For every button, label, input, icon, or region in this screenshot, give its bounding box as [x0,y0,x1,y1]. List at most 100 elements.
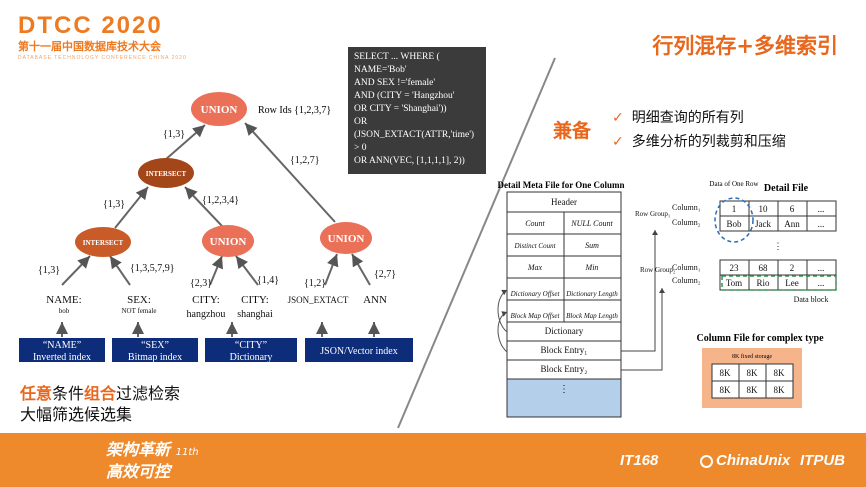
cell: ... [818,219,825,229]
intersect-top-node: INTERSECT [138,158,194,188]
edge-label: {1,2,7} [290,155,320,166]
cell: ... [818,263,825,273]
intersect-left-node: INTERSECT [75,227,131,257]
data-block-highlight [721,275,837,291]
cell: 8K [747,385,759,395]
sql-line: OR ANN(VEC, [1,1,1,1], 2)) [354,156,465,166]
caption-any: 任意 [20,384,53,403]
caption-cond: 条件 [52,384,85,403]
index-city-box: “CITY” Dictionary [205,338,297,363]
complex-file-title: Column File for complex type [696,333,824,344]
index-sex-box: “SEX” Bitmap index [112,338,198,363]
sql-line: (JSON_EXTACT(ATTR,'time') [354,130,475,140]
data-of-one-row-label: Data of One Row [709,180,759,188]
cell: Ann [784,219,800,229]
cell: Rio [756,278,770,288]
index-city-title: “CITY” [235,340,267,351]
caption-line2: 大幅筛选候选集 [20,405,133,424]
union-right-node: UNION [320,222,372,254]
bullet-item: ✓ 多维分析的列裁剪和压缩 [612,131,786,151]
meta-cell: Distinct Count [513,242,556,250]
cell: 2 [790,263,795,273]
meta-cell: Dictionary Offset [510,290,561,298]
row-group-2-label: Row Group₂ [640,266,676,274]
caption-filter: 过滤检索 [116,384,181,403]
leaf-city-1: CITY: [192,294,220,306]
cell: 8K [720,385,732,395]
leaf-ann: ANN [363,294,387,306]
meta-block-entry-1: Block Entry₁ [541,345,588,355]
intersect-left-label: INTERSECT [83,239,124,247]
union-root-label: UNION [201,104,238,116]
caption-combo: 组合 [84,384,117,403]
leaf-city-1-value: hangzhou [187,309,226,320]
filter-caption: 任意条件组合过滤检索 大幅筛选候选集 [20,383,180,425]
edge-label: {1,4} [257,275,279,286]
meta-cell: Count [525,219,545,228]
query-tree-diagram: UNION Row Ids {1,2,3,7} INTERSECT INTERS… [19,92,413,363]
fixed-storage-label: 8K fixed storage [732,353,772,360]
intersect-top-label: INTERSECT [146,170,187,178]
leaf-json: JSON_EXTACT [288,295,349,305]
index-city-type: Dictionary [230,352,273,363]
leaf-city-2-value: shanghai [237,309,273,320]
data-block-label: Data block [794,295,829,304]
footer-slogan: 架构革新 11th 高效可控 [106,440,199,481]
slogan-edition: 11th [175,447,199,458]
sponsor-chinaunix-text: ChinaUnix [716,452,791,469]
meta-cell: Block Map Length [566,312,618,320]
sql-line: AND SEX !='female' [354,78,436,88]
bullet-item: ✓ 明细查询的所有列 [612,107,744,127]
bullet-text: 明细查询的所有列 [631,110,744,126]
leaf-sex-value: NOT female [121,307,156,315]
meta-cell: Max [527,263,543,272]
index-sex-title: “SEX” [141,340,169,351]
cell: 68 [759,263,769,273]
check-icon: ✓ [612,110,624,126]
cell: 8K [720,368,732,378]
footer-bar [0,433,866,487]
union-root-node: UNION [191,92,247,126]
sql-line: NAME='Bob' [354,65,407,75]
union-mid-label: UNION [210,236,247,248]
index-json-type: JSON/Vector index [320,346,398,357]
index-name-title: “NAME” [43,340,81,351]
row-ids-label: Row Ids {1,2,3,7} [258,105,331,116]
column-2-label: Column₂ [672,218,701,227]
logo-sub-text: 第十一届中国数据库技术大会 [18,41,161,53]
union-right-label: UNION [328,233,365,245]
cell: Lee [785,278,799,288]
cell: Bob [726,219,742,229]
sql-line: SELECT ... WHERE ( [354,52,440,62]
edge-label: {1,2} [304,278,326,289]
leaf-name: NAME: [46,294,81,306]
index-name-box: “NAME” Inverted index [19,338,105,363]
union-mid-node: UNION [202,225,254,257]
cell: 8K [747,368,759,378]
index-sex-type: Bitmap index [128,352,182,363]
check-icon: ✓ [612,134,624,150]
meta-header: Header [551,197,577,207]
meta-dictionary: Dictionary [545,326,584,336]
detail-file-title: Detail File [764,183,809,194]
leaf-city-2: CITY: [241,294,269,306]
cell: 10 [759,204,769,214]
chinaunix-logo-icon [700,454,713,468]
index-json-box: JSON/Vector index [305,338,413,362]
edge-label: {2,3} [190,278,212,289]
sql-line: > 0 [354,143,367,153]
sql-line: OR CITY = 'Shanghai')) [354,104,447,114]
meta-cell: Sum [585,241,599,250]
bullet-text: 多维分析的列裁剪和压缩 [631,134,786,150]
sql-line: AND (CITY = 'Hangzhou' [354,91,455,101]
column-1-label: Column₁ [672,263,701,272]
cell: ... [818,278,825,288]
jianbei-label: 兼备 [553,120,592,142]
sql-query-box: SELECT ... WHERE ( NAME='Bob' AND SEX !='f… [348,47,486,174]
logo-main-text: DTCC 2020 [18,12,163,39]
slide-title: 行列混存+多维索引 [652,34,838,58]
cell: 8K [774,385,786,395]
cell: 1 [732,204,737,214]
logo-en-text: DATABASE TECHNOLOGY CONFERENCE CHINA 202… [18,55,187,61]
index-name-type: Inverted index [33,352,91,363]
